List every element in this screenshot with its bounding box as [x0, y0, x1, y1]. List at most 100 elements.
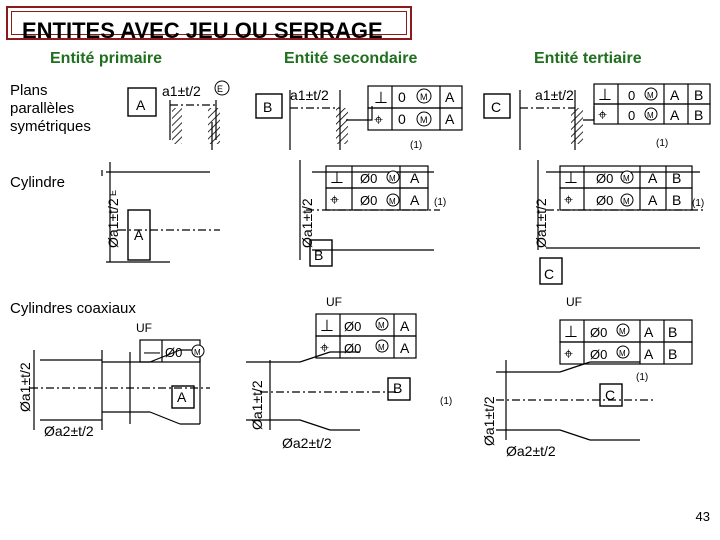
perpendicular-symbol-row1-sec: ⊥ [374, 90, 388, 107]
datum-a-row2-ter-2: A [648, 192, 658, 208]
mmc-symbol-7: M [623, 174, 630, 183]
mmc-symbol-8: M [623, 197, 630, 206]
tol-dia-zero-row3-sec-2: Ø0 [344, 341, 361, 356]
dim-dia-a1-row3-secondary: Øa1±t/2 [249, 380, 265, 430]
row-label-planes-2: parallèles [10, 100, 75, 117]
title-frame: ENTITES AVEC JEU OU SERRAGE [6, 6, 412, 43]
title-inner-frame [11, 11, 407, 35]
dim-a1-primary: a1±t/2 [162, 83, 201, 99]
tol-dia-zero-row2-ter-1: Ø0 [596, 171, 613, 186]
datum-b-row3-ter-1: B [668, 324, 677, 340]
footnote-row2-ter: (1) [692, 198, 704, 209]
mmc-symbol-2: M [420, 115, 428, 125]
footnote-row1-sec: (1) [410, 140, 422, 151]
tol-dia-zero-row2-ter-2: Ø0 [596, 193, 613, 208]
mmc-symbol-9: M [194, 348, 201, 357]
mmc-symbol-11: M [378, 343, 385, 352]
position-symbol-row2-ter: ⌖ [564, 192, 573, 209]
datum-c-row1: C [491, 99, 501, 115]
uf-label-primary: UF [136, 321, 152, 335]
footnote-row1-ter: (1) [656, 138, 668, 149]
datum-b-row2-ter-1: B [672, 170, 681, 186]
datum-a-row2-ter-1: A [648, 170, 658, 186]
datum-a-row3-ter-2: A [644, 346, 654, 362]
dim-dia-a1-row3-tertiary: Øa1±t/2 [481, 396, 497, 446]
datum-b-row1: B [263, 99, 272, 115]
mmc-symbol-1: M [420, 92, 428, 102]
datum-b-row2-ter-2: B [672, 192, 681, 208]
datum-c-row2: C [544, 266, 554, 282]
row-label-planes-3: symétriques [10, 118, 91, 135]
row-label-cylinder: Cylindre [10, 174, 66, 191]
footnote-row2-sec: (1) [434, 197, 446, 208]
position-symbol-row2-sec: ⌖ [330, 192, 339, 209]
dim-dia-a1-row2-tertiary: Øa1±t/2 [533, 198, 549, 248]
envelope-symbol: E [217, 84, 223, 94]
dim-dia-a2-tertiary: Øa2±t/2 [506, 443, 556, 459]
position-symbol-row1-sec: ⌖ [374, 112, 383, 129]
datum-a-row1: A [136, 97, 146, 113]
mmc-symbol-3: M [647, 91, 654, 100]
envelope-symbol-row2: E [108, 190, 118, 196]
row-label-coaxial: Cylindres coaxiaux [10, 300, 136, 317]
modifier-circles [191, 80, 658, 359]
dim-a1-secondary: a1±t/2 [290, 87, 329, 103]
tol-zero-row1-ter-2: 0 [628, 108, 635, 123]
perpendicular-symbol-row2-sec: ⊥ [330, 170, 344, 187]
dim-dia-a1-row2-primary: Øa1±t/2 [105, 198, 121, 248]
mmc-symbol-10: M [378, 321, 385, 330]
tol-dia-zero-row2-sec-2: Ø0 [360, 193, 377, 208]
datum-a-row1-sec-1: A [445, 89, 455, 105]
row-label-planes-1: Plans [10, 82, 48, 99]
perpendicular-symbol-row2-ter: ⊥ [564, 170, 578, 187]
annotations: a1±t/2 E A a1±t/2 B ⊥ ⌖ 0 0 M M A A (1) … [17, 83, 704, 459]
column-heading-primary: Entité primaire [50, 50, 163, 67]
footnote-row3-sec: (1) [440, 396, 452, 407]
mmc-symbol-6: M [389, 197, 396, 206]
perpendicular-symbol-row3-sec: ⊥ [320, 318, 334, 335]
footnote-row3-ter: (1) [636, 372, 648, 383]
page-number: 43 [695, 509, 710, 524]
datum-a-row3-ter-1: A [644, 324, 654, 340]
tol-dia-zero-row2-sec-1: Ø0 [360, 171, 377, 186]
datum-b-row3-ter-2: B [668, 346, 677, 362]
datum-c-row3: C [605, 387, 615, 403]
datum-a-row2: A [134, 227, 144, 243]
straightness-symbol: — [144, 344, 160, 361]
datum-a-row1-ter-1: A [670, 87, 680, 103]
column-heading-tertiary: Entité tertiaire [534, 50, 642, 67]
tol-dia-zero-row3-sec-1: Ø0 [344, 319, 361, 334]
mmc-symbol-12: M [619, 327, 626, 336]
datum-a-row2-sec-1: A [410, 170, 420, 186]
line-work [30, 83, 711, 441]
tol-zero-row1-sec-2: 0 [398, 111, 406, 127]
dim-dia-a2-secondary: Øa2±t/2 [282, 435, 332, 451]
perpendicular-symbol-row3-ter: ⊥ [564, 324, 578, 341]
datum-a-row1-sec-2: A [445, 111, 455, 127]
mmc-symbol-13: M [619, 349, 626, 358]
dim-dia-a1-row2-secondary: Øa1±t/2 [299, 198, 315, 248]
tol-dia-zero-row3-ter-2: Ø0 [590, 347, 607, 362]
tol-dia-zero-row3-ter-1: Ø0 [590, 325, 607, 340]
datum-b-row1-ter-2: B [694, 107, 703, 123]
page-title: ENTITES AVEC JEU OU SERRAGE [22, 18, 383, 43]
datum-a-row3-sec-1: A [400, 318, 410, 334]
datum-a-row2-sec-2: A [410, 192, 420, 208]
datum-b-row1-ter-1: B [694, 87, 703, 103]
datum-b-row3: B [393, 380, 402, 396]
datum-b-row2: B [314, 247, 323, 263]
column-heading-secondary: Entité secondaire [284, 50, 418, 67]
position-symbol-row1-ter: ⌖ [598, 107, 607, 124]
dim-a1-tertiary: a1±t/2 [535, 87, 574, 103]
dim-dia-a1-row3-primary: Øa1±t/2 [17, 362, 33, 412]
datum-a-row1-ter-2: A [670, 107, 680, 123]
position-symbol-row3-sec: ⌖ [320, 340, 329, 357]
tol-dia-zero-row3-pri: Ø0 [165, 345, 182, 360]
tol-zero-row1-sec-1: 0 [398, 89, 406, 105]
uf-label-secondary: UF [326, 295, 342, 309]
position-symbol-row3-ter: ⌖ [564, 346, 573, 363]
tol-zero-row1-ter-1: 0 [628, 88, 635, 103]
uf-label-tertiary: UF [566, 295, 582, 309]
dim-dia-a2-primary: Øa2±t/2 [44, 423, 94, 439]
